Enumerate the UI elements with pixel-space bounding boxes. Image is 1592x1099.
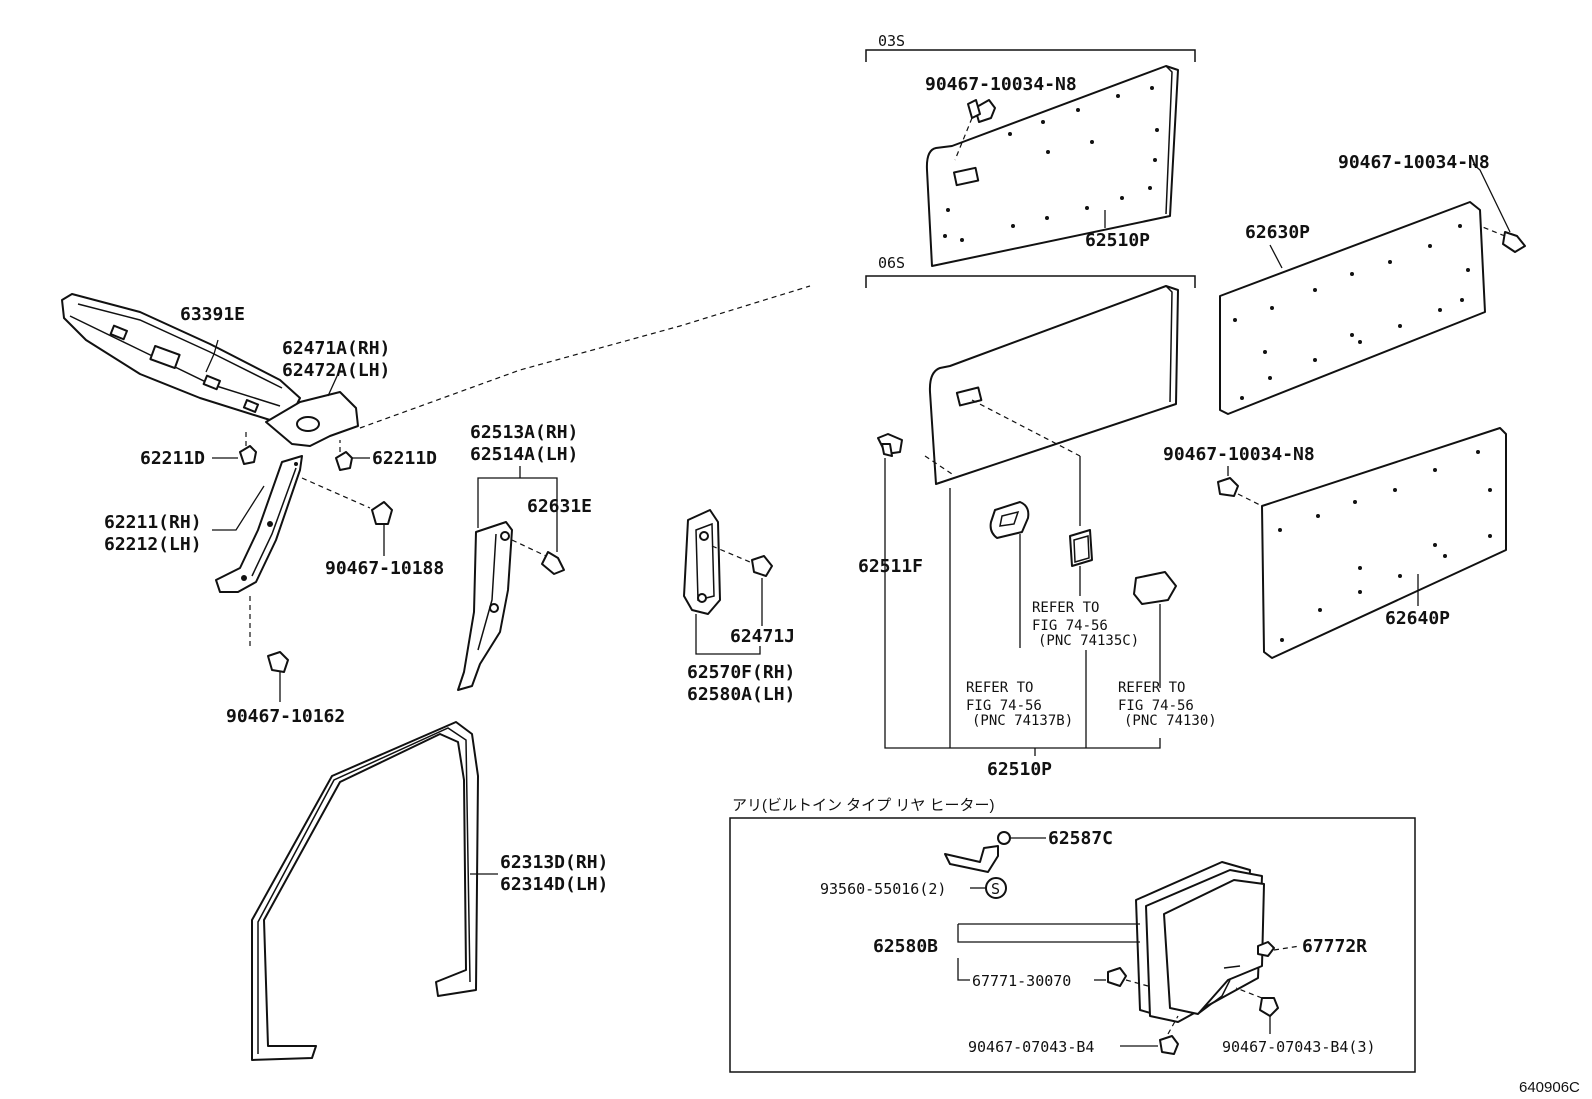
clip-90467-10188[interactable] [371,501,393,525]
inside-handle-bezel[interactable] [989,501,1030,539]
door-trim-panel-06s[interactable] [928,285,1179,485]
clip-90467-10034-n8-right[interactable] [1502,231,1526,253]
center-pillar-garnish-62513a[interactable] [457,521,513,691]
clip-62211d-right[interactable] [335,451,353,471]
label-67771-30070: 67771-30070 [972,972,1071,990]
clip-90467-07043-b4-3[interactable] [1259,997,1279,1017]
courtesy-lamp[interactable] [1133,571,1177,605]
clip-90467-10034-n8-mid[interactable] [1217,477,1239,497]
heater-option-frame [729,817,1416,1073]
ref-74130-line1: REFER TO [1118,680,1185,696]
clip-90467-07043-b4[interactable] [1159,1035,1179,1055]
label-62587c: 62587C [1048,828,1113,849]
belt-anchor-cover-62570f[interactable] [683,509,721,615]
label-62640p: 62640P [1385,608,1450,629]
label-62631e: 62631E [527,496,592,517]
label-62570f: 62570F(RH) [687,662,795,683]
label-90467-10162: 90467-10162 [226,706,345,727]
label-67772r: 67772R [1302,936,1367,957]
rear-heater-cover-62580b[interactable] [1135,861,1265,1023]
label-62580a: 62580A(LH) [687,684,795,705]
label-62211d-left: 62211D [140,448,205,469]
group-06s: 06S 62511F R [858,254,1217,780]
label-62211: 62211(RH) [104,512,202,533]
label-63391e: 63391E [180,304,245,325]
side-panels: 90467-10034-N8 62630P 90467-10034-N8 [1163,152,1526,659]
weatherstrip-group: 62313D(RH) 62314D(LH) [251,721,608,1061]
clip-62471j[interactable] [751,555,773,577]
ref-74130-line3: (PNC 74130) [1124,713,1217,729]
opening-weatherstrip-62313d[interactable] [251,721,479,1061]
screw-67771-30070[interactable] [1107,967,1127,987]
switch-base[interactable] [1069,529,1093,567]
label-62471a: 62471A(RH) [282,338,390,359]
label-62314d: 62314D(LH) [500,874,608,895]
clip-62211d-left[interactable] [239,445,257,465]
label-90467-07043-b4-3: 90467-07043-B4(3) [1222,1038,1376,1056]
front-pillar-garnish-62211[interactable] [215,455,303,593]
figure-id: 640906C [1519,1079,1580,1096]
label-62472a: 62472A(LH) [282,360,390,381]
label-62510p-bottom: 62510P [987,759,1052,780]
ref-74137b-line1: REFER TO [966,680,1033,696]
label-90467-10034-n8-top: 90467-10034-N8 [925,74,1077,95]
group-label-06s: 06S [878,254,905,272]
label-62211d-right: 62211D [372,448,437,469]
label-62513a: 62513A(RH) [470,422,578,443]
label-62313d: 62313D(RH) [500,852,608,873]
quarter-trim-panel-62630p[interactable] [1219,201,1486,415]
ref-74137b-line2: FIG 74-56 [966,698,1042,714]
group-03s: 03S 90467-10034-N8 62510P [865,32,1196,267]
label-62514a: 62514A(LH) [470,444,578,465]
group-label-heater: アリ(ビルトイン タイプ リヤ ヒーター) [732,797,995,814]
clip-90467-10034-n8-top[interactable] [967,99,996,123]
label-62510p-top: 62510P [1085,230,1150,251]
label-90467-10034-n8-mid: 90467-10034-N8 [1163,444,1315,465]
ref-74135c-line2: FIG 74-56 [1032,618,1108,634]
label-93560-55016: 93560-55016(2) [820,880,946,898]
clip-62631e[interactable] [541,551,565,575]
label-90467-07043-b4: 90467-07043-B4 [968,1038,1094,1056]
ref-74135c-line1: REFER TO [1032,600,1099,616]
label-90467-10034-n8-right: 90467-10034-N8 [1338,152,1490,173]
clip-90467-10162[interactable] [267,651,289,673]
bracket-62587c[interactable] [944,845,999,873]
label-62511f: 62511F [858,556,923,577]
door-trim-panel-03s[interactable] [925,65,1179,267]
heater-option-group: アリ(ビルトイン タイプ リヤ ヒーター) 62587C 93560-55016… [729,797,1416,1073]
belt-cover-group: 62471J 62570F(RH) 62580A(LH) [683,509,795,705]
group-label-03s: 03S [878,32,905,50]
label-62212: 62212(LH) [104,534,202,555]
label-62630p: 62630P [1245,222,1310,243]
ref-74130-line2: FIG 74-56 [1118,698,1194,714]
left-pillar-group: 63391E 62471A(RH) 62472A(LH) 62211D 6221… [61,293,444,727]
quarter-trim-panel-62640p[interactable] [1261,427,1507,659]
label-62471j: 62471J [730,626,795,647]
s-symbol-letter: S [991,880,1000,898]
label-62580b: 62580B [873,936,938,957]
label-90467-10188: 90467-10188 [325,558,444,579]
ref-74137b-line3: (PNC 74137B) [972,713,1073,729]
s-symbol [985,877,1007,899]
clip-62511f[interactable] [877,433,903,457]
ref-74135c-line3: (PNC 74135C) [1038,633,1139,649]
screw-67772r[interactable] [1257,941,1275,957]
center-pillar-group: 62513A(RH) 62514A(LH) 62631E [457,422,592,691]
